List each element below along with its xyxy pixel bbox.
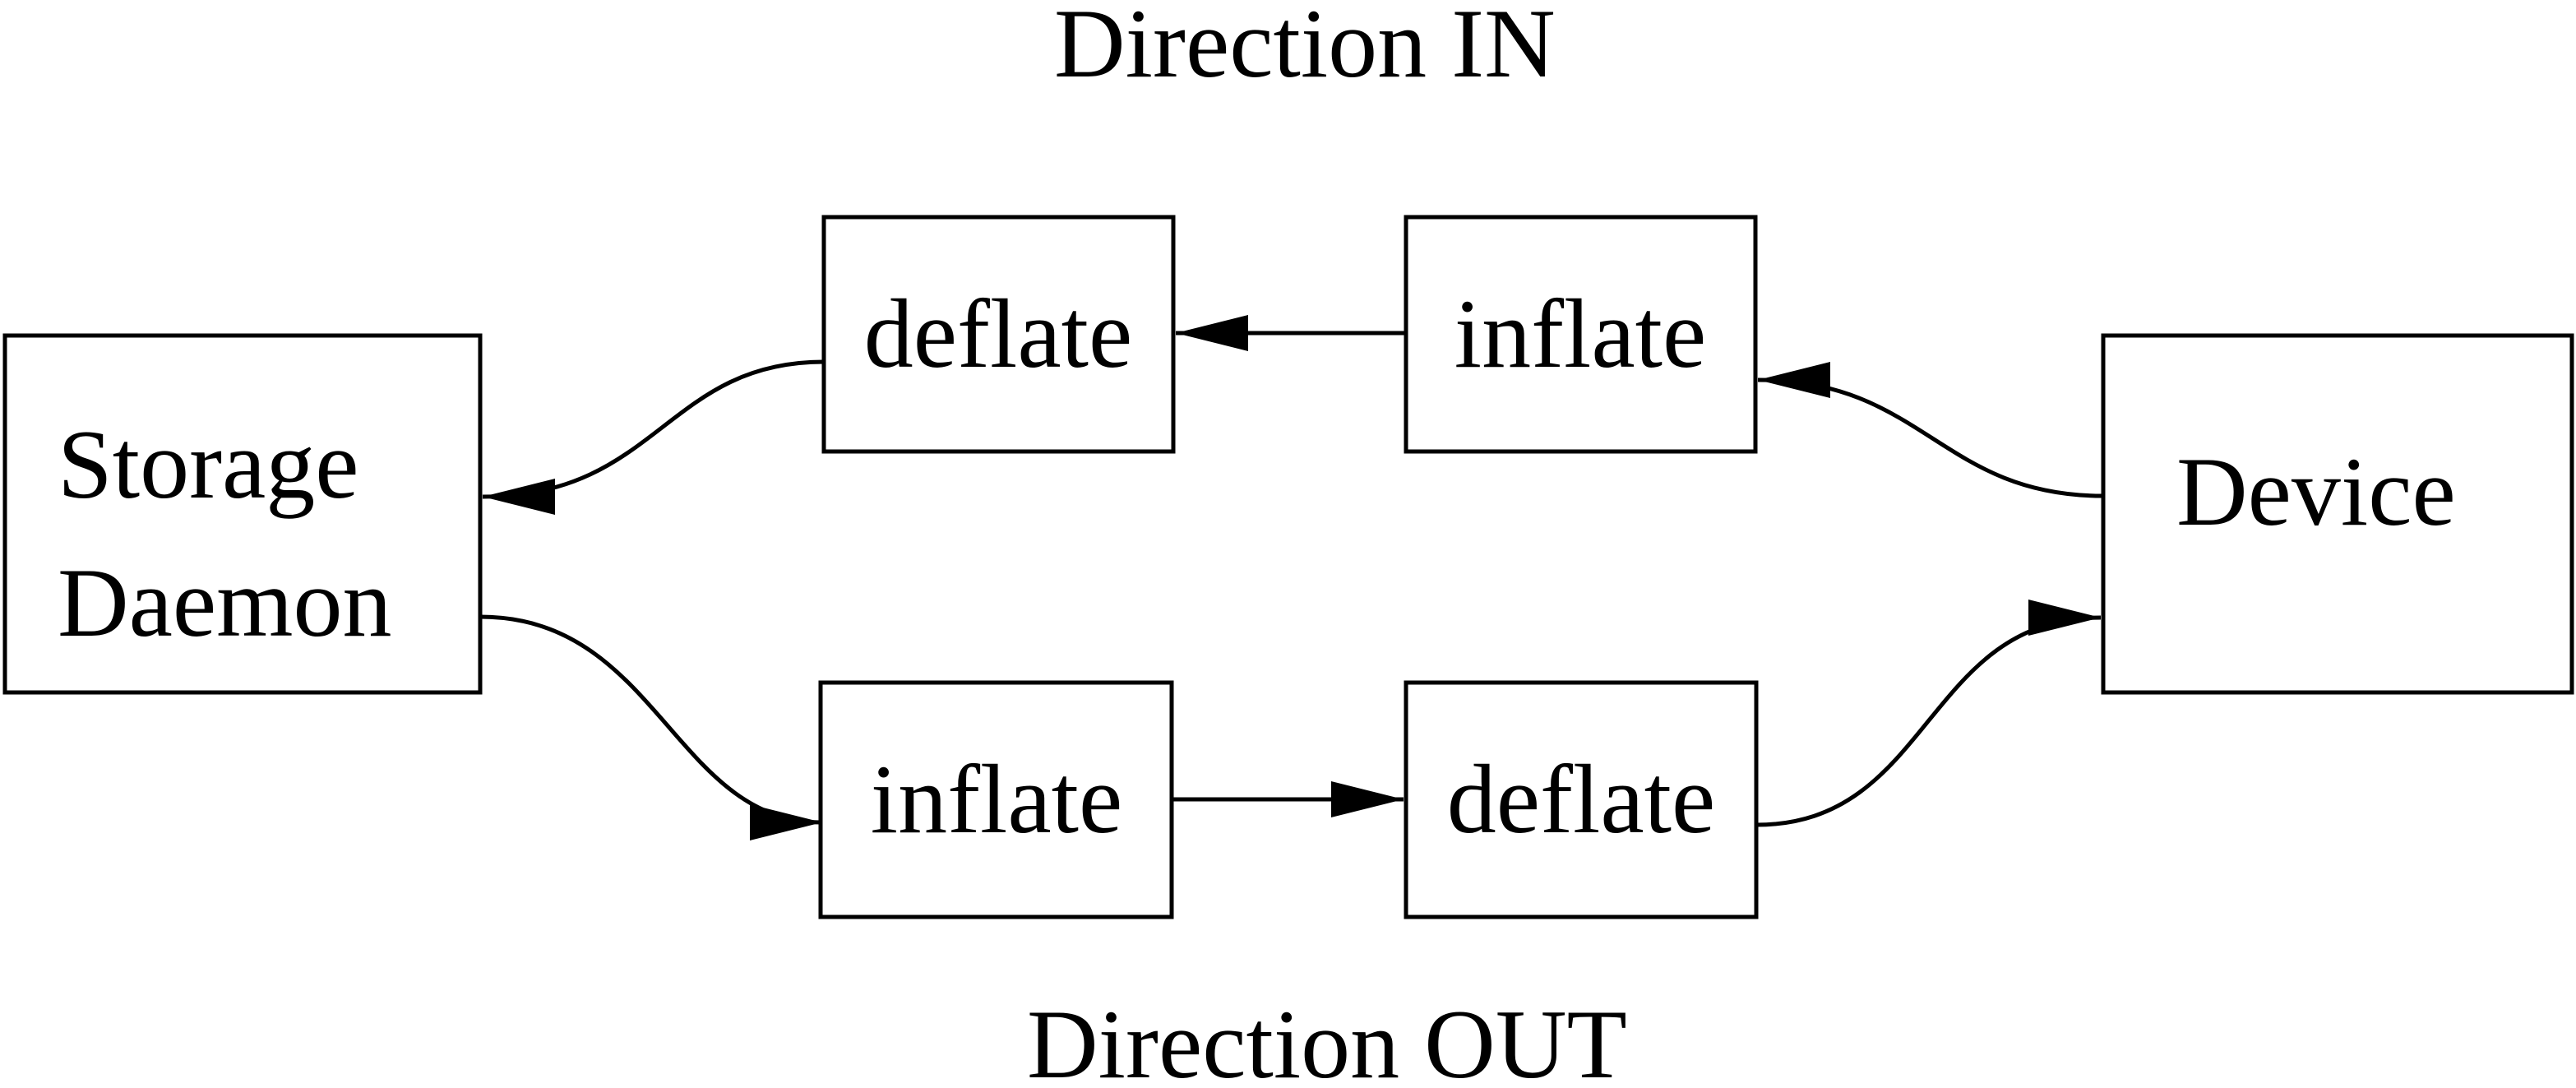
in-inflate-label: inflate [1454,279,1707,388]
arrow-device-to-inflate-in [1757,362,2104,498]
device-box [2101,333,2574,695]
in-inflate-box [1404,215,1758,454]
storage-daemon-label-line1: Storage [58,410,359,519]
storage-daemon-label-line2: Daemon [58,548,392,657]
out-deflate-label: deflate [1447,744,1715,854]
arrow-storage-daemon-to-inflate-out [479,614,823,840]
out-inflate-box [818,680,1174,919]
storage-daemon-box [2,333,483,695]
out-deflate-box [1404,680,1759,919]
direction-in-title: Direction IN [1054,0,1556,98]
in-deflate-box [821,215,1176,454]
arrow-deflate-to-storage-daemon-in [482,359,825,515]
out-inflate-label: inflate [871,744,1123,854]
in-deflate-label: deflate [864,279,1132,388]
direction-out-title: Direction OUT [1027,989,1627,1088]
device-label: Device [2176,437,2456,546]
arrow-deflate-to-device-out [1755,600,2102,827]
